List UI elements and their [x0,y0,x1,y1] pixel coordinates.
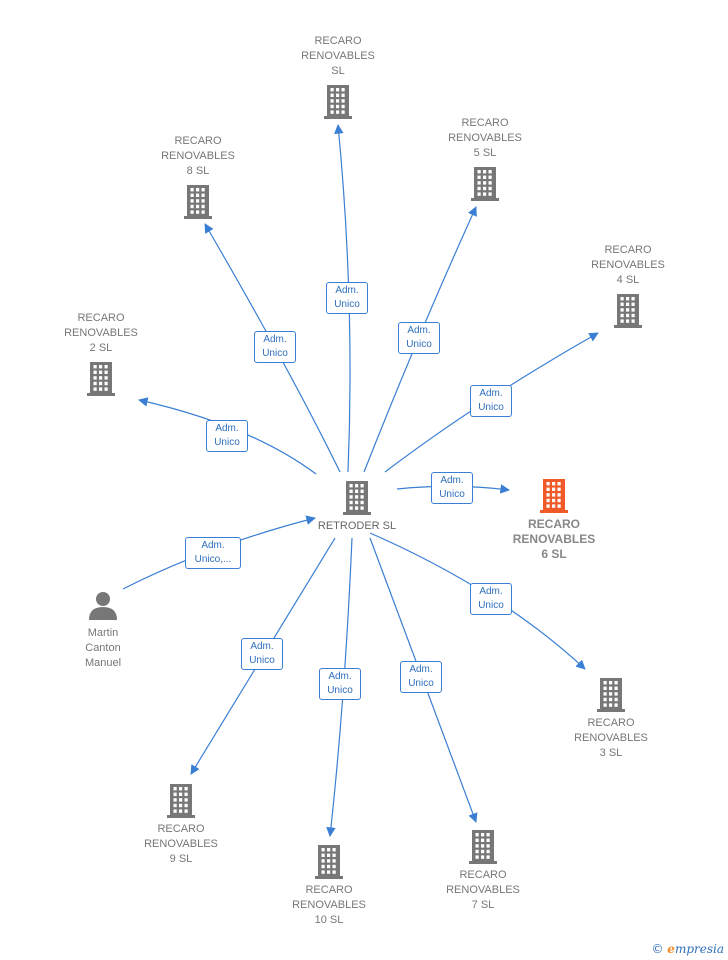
node-label-r5[interactable]: RECARO RENOVABLES 5 SL [448,117,522,159]
edge-label-center-to-r5[interactable]: Adm. Unico [398,322,440,354]
node-label-r10[interactable]: RECARO RENOVABLES 10 SL [292,884,366,926]
building-icon[interactable] [87,362,115,396]
building-icon[interactable] [167,784,195,818]
copyright-icon: © [651,942,664,956]
brand-name: mpresia [674,942,724,956]
edge-label-center-to-r7[interactable]: Adm. Unico [400,661,442,693]
building-icon[interactable] [471,167,499,201]
edge-label-center-to-r_sl[interactable]: Adm. Unico [326,282,368,314]
empresia-credit[interactable]: © empresia [651,942,724,956]
node-label-r8[interactable]: RECARO RENOVABLES 8 SL [161,135,235,177]
node-label-r2[interactable]: RECARO RENOVABLES 2 SL [64,312,138,354]
edge-label-center-to-r4[interactable]: Adm. Unico [470,385,512,417]
node-label-r6[interactable]: RECARO RENOVABLES 6 SL [512,517,596,561]
edge-label-center-to-r6[interactable]: Adm. Unico [431,472,473,504]
brand-initial: e [667,942,675,956]
node-label-r_sl[interactable]: RECARO RENOVABLES SL [301,35,375,77]
node-label-r9[interactable]: RECARO RENOVABLES 9 SL [144,823,218,865]
building-icon[interactable] [469,830,497,864]
edge-label-martin-to-center[interactable]: Adm. Unico,... [185,537,241,569]
node-label-r3[interactable]: RECARO RENOVABLES 3 SL [574,717,648,759]
edge-label-center-to-r9[interactable]: Adm. Unico [241,638,283,670]
person-icon[interactable] [89,592,117,620]
building-icon[interactable] [324,85,352,119]
edge-label-center-to-r2[interactable]: Adm. Unico [206,420,248,452]
building-icon[interactable] [184,185,212,219]
edge-label-center-to-r10[interactable]: Adm. Unico [319,668,361,700]
node-label-r4[interactable]: RECARO RENOVABLES 4 SL [591,244,665,286]
building-icon[interactable] [343,481,371,515]
node-label-r7[interactable]: RECARO RENOVABLES 7 SL [446,869,520,911]
building-icon[interactable] [614,294,642,328]
building-icon[interactable] [597,678,625,712]
edge-label-center-to-r8[interactable]: Adm. Unico [254,331,296,363]
building-icon[interactable] [315,845,343,879]
node-label-martin[interactable]: Martin Canton Manuel [84,627,122,669]
node-label-center[interactable]: RETRODER SL [317,520,397,532]
edge-label-center-to-r3[interactable]: Adm. Unico [470,583,512,615]
building-icon[interactable] [540,479,568,513]
